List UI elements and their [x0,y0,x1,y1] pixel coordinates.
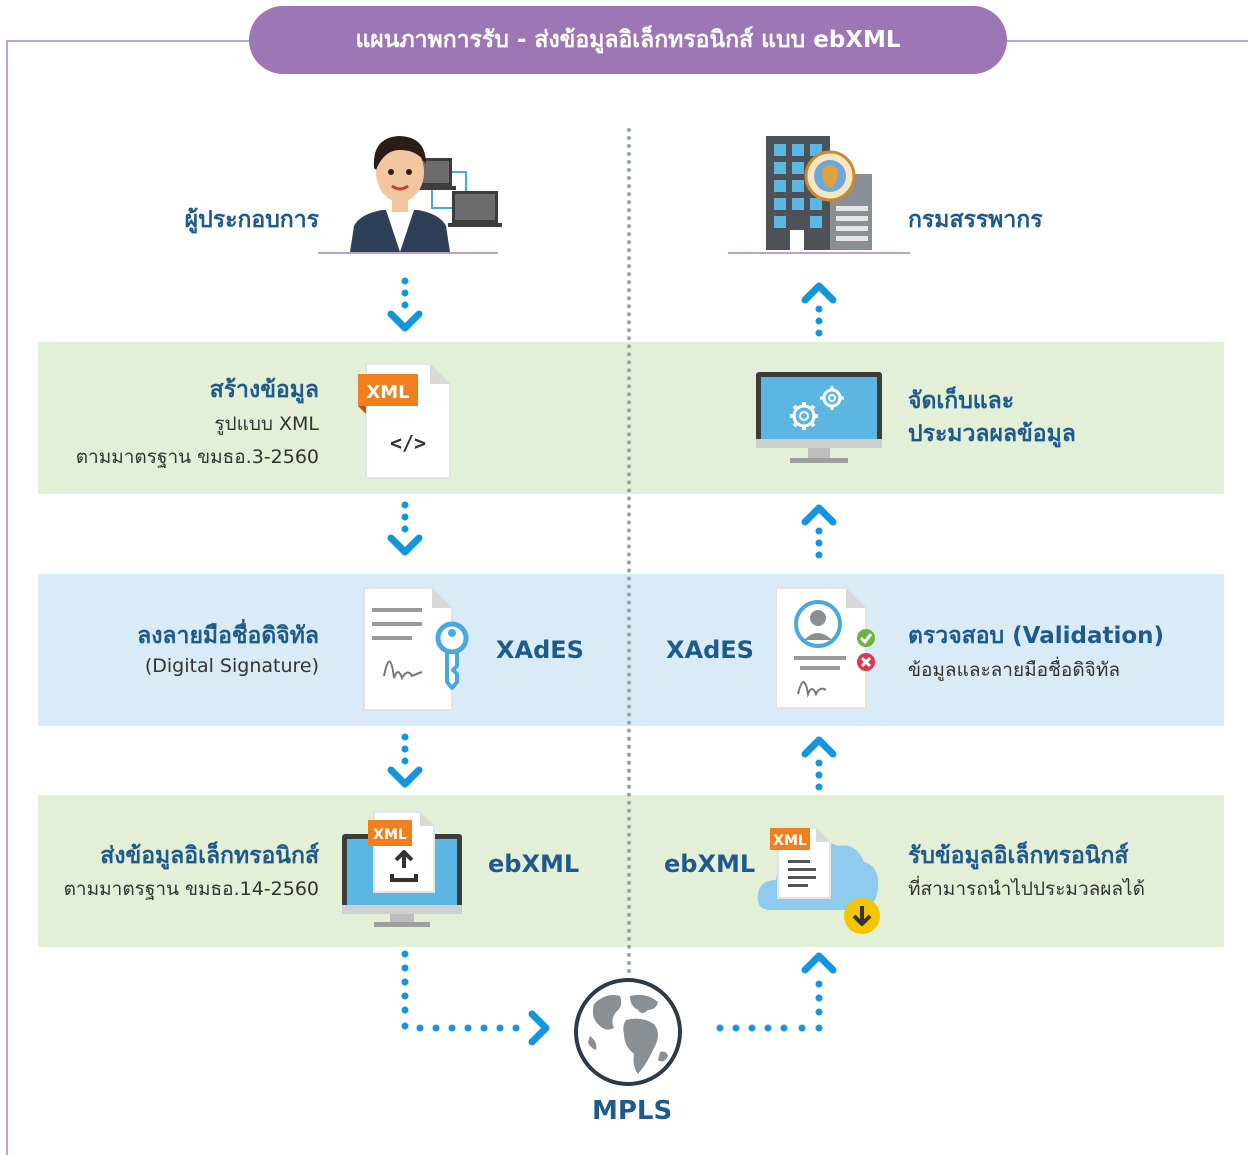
frame-left-line [6,40,8,1155]
digital-sign-subtitle: (Digital Signature) [144,655,319,677]
arrow-up-icon [800,278,838,338]
send-data-title: ส่งข้อมูลอิเล็กทรอนิกส์ [100,843,319,869]
xml-badge-text: XML [366,382,409,403]
arrow-up-icon [800,732,838,792]
cloud-download-icon: XML [756,822,882,938]
path-from-mpls-icon [712,948,842,1048]
band-create-store [38,342,1224,494]
operator-underline [318,252,498,254]
server-monitor-gears-icon [756,372,882,472]
create-data-standard: ตามมาตรฐาน ขมธอ.3-2560 [75,446,319,468]
create-data-format: รูปแบบ XML [214,413,319,435]
band-sign-validate [38,574,1224,726]
arrow-down-icon [386,732,424,792]
operator-person-icon [348,128,502,252]
actor-operator-label: ผู้ประกอบการ [184,207,319,233]
create-data-title: สร้างข้อมูล [209,377,319,403]
ebxml-tag-right: ebXML [664,850,756,878]
signed-document-key-icon [360,586,472,714]
ebxml-tag-left: ebXML [488,850,580,878]
diagram-title: แผนภาพการรับ - ส่งข้อมูลอิเล็กทรอนิกส์ แ… [249,6,1007,74]
code-glyph: </> [390,431,426,455]
digital-sign-title: ลงลายมือชื่อดิจิทัล [137,623,319,649]
upload-monitor-icon: XML [340,808,464,932]
arrow-down-icon [386,500,424,560]
globe-icon [572,976,684,1088]
actor-revenue-label: กรมสรรพากร [908,207,1043,233]
receive-data-subtitle: ที่สามารถนำไปประมวลผลได้ [908,878,1145,900]
send-data-standard: ตามมาตรฐาน ขมธอ.14-2560 [63,878,319,900]
mpls-label: MPLS [592,1096,673,1126]
xades-tag-left: XAdES [496,636,584,664]
store-process-line1: จัดเก็บและ [908,388,1015,414]
xml-document-icon: XML </> [358,362,452,480]
store-process-line2: ประมวลผลข้อมูล [908,421,1076,447]
validation-document-icon [772,586,884,712]
center-divider [627,128,631,974]
building-icon [764,134,876,252]
receive-data-title: รับข้อมูลอิเล็กทรอนิกส์ [908,843,1129,869]
xml-badge-text: XML [373,827,407,843]
validation-title: ตรวจสอบ (Validation) [908,623,1165,649]
path-to-mpls-icon [396,948,556,1048]
arrow-up-icon [800,500,838,560]
building-ground-line [728,252,910,254]
xml-badge-text: XML [773,833,807,849]
arrow-down-icon [386,276,424,336]
validation-subtitle: ข้อมูลและลายมือชื่อดิจิทัล [908,659,1120,681]
band-send-receive [38,795,1224,947]
xades-tag-right: XAdES [666,636,754,664]
